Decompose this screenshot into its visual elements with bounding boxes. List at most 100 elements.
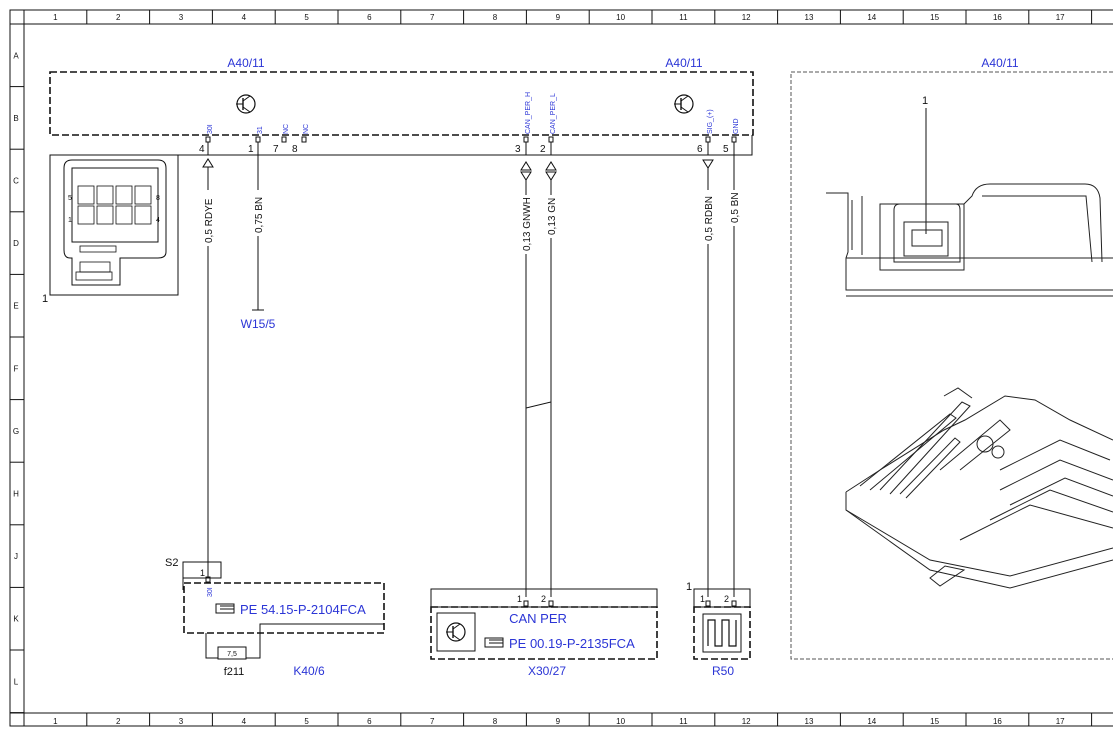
k40-pin-number: 1	[200, 568, 205, 578]
pin-label-30i: 30I	[207, 124, 214, 134]
connector-pin-4: 4	[156, 217, 160, 224]
k40-reference: PE 54.15-P-2104FCA	[240, 602, 366, 617]
row-label: L	[14, 677, 19, 686]
pin-number-2: 2	[540, 144, 546, 155]
connector-pin-5: 5	[68, 195, 72, 202]
transistor-icon	[446, 622, 466, 642]
column-label-bottom: 9	[556, 717, 561, 726]
row-label: J	[14, 552, 18, 561]
pin-label-nc-8: NC	[303, 124, 310, 134]
column-label-bottom: 16	[993, 717, 1002, 726]
column-label-top: 3	[179, 13, 184, 22]
column-label-bottom: 13	[805, 717, 814, 726]
pictorial-boundary	[790, 71, 1113, 660]
wire-label-gnwh: 0,13 GNWH	[522, 197, 533, 251]
pin-number-8: 8	[292, 144, 298, 155]
sensor-pin-1-stub	[705, 600, 711, 607]
column-label-top: 14	[867, 13, 876, 22]
can-connector-label: X30/27	[528, 664, 566, 678]
pin-number-4: 4	[199, 144, 205, 155]
fuse-label: f211	[224, 666, 245, 678]
connector-pin-8: 8	[156, 195, 160, 202]
sensor-connector-housing	[693, 588, 751, 608]
wire-label-bn-075: 0,75 BN	[254, 197, 265, 233]
can-transistor-box	[436, 612, 476, 652]
can-pin-2-number: 2	[541, 594, 546, 604]
sensor-pin-2-stub	[731, 600, 737, 607]
wire-label-gn: 0,13 GN	[547, 198, 558, 235]
pin-label-gnd: GND	[733, 118, 740, 134]
column-label-top: 16	[993, 13, 1002, 22]
column-label-top: 10	[616, 13, 625, 22]
row-label: F	[14, 364, 19, 373]
column-label-top: 9	[556, 13, 561, 22]
pictorial-callout: 1	[922, 95, 928, 107]
sensor-pin-2-number: 2	[724, 594, 729, 604]
can-title: CAN PER	[509, 611, 567, 626]
fuse-block-label: K40/6	[293, 664, 325, 678]
k40-pin-stub	[205, 576, 211, 583]
column-label-top: 1	[53, 13, 58, 22]
transistor-icon	[674, 94, 694, 114]
column-label-top: 11	[679, 13, 688, 22]
pin-stubs	[205, 136, 737, 155]
connector-pin-1: 1	[68, 217, 72, 224]
column-label-bottom: 15	[930, 717, 939, 726]
column-label-top: 12	[742, 13, 751, 22]
fuse-symbol	[217, 646, 247, 660]
row-label: H	[13, 490, 19, 499]
sensor-pin-1-number: 1	[700, 594, 705, 604]
sensor-label: R50	[712, 664, 734, 678]
mid-module-label: A40/11	[665, 56, 702, 70]
row-label: B	[13, 114, 18, 123]
column-label-bottom: 7	[430, 717, 435, 726]
column-label-bottom: 12	[742, 717, 751, 726]
k40-pin-label: 30I	[207, 587, 214, 597]
column-label-bottom: 2	[116, 717, 121, 726]
splice-box	[182, 561, 222, 579]
wires	[207, 155, 735, 597]
row-label: C	[13, 177, 19, 186]
pointing-hand-icon	[484, 637, 504, 648]
column-label-bottom: 14	[867, 717, 876, 726]
row-label: K	[13, 615, 19, 624]
transistor-icon	[236, 94, 256, 114]
module-body-edge	[178, 135, 753, 156]
pin-label-can-per-h: CAN_PER_H	[525, 92, 532, 134]
pin-number-7: 7	[273, 144, 279, 155]
column-label-top: 8	[493, 13, 498, 22]
wire-label-rdye: 0,5 RDYE	[204, 198, 215, 243]
pin-number-1: 1	[248, 144, 254, 155]
can-pin-2-stub	[548, 600, 554, 607]
heating-element-icon	[702, 613, 742, 653]
pin-label-31: 31	[257, 126, 264, 134]
column-label-top: 2	[116, 13, 121, 22]
column-label-bottom: 8	[493, 717, 498, 726]
sheet-border	[9, 9, 1113, 727]
can-connector-boundary	[430, 606, 658, 660]
splice-label: S2	[165, 557, 178, 569]
wire-label-rdbn: 0,5 RDBN	[704, 196, 715, 241]
column-label-top: 13	[805, 13, 814, 22]
column-label-bottom: 6	[367, 717, 372, 726]
row-label: D	[13, 239, 19, 248]
connector-face-drawing: 5 8 1 4	[49, 154, 179, 296]
pin-label-nc-7: NC	[283, 124, 290, 134]
module-perspective-drawing	[845, 387, 1113, 589]
column-label-top: 6	[367, 13, 372, 22]
column-label-bottom: 17	[1056, 717, 1065, 726]
fuse-wire-return	[246, 623, 384, 659]
column-label-bottom: 3	[179, 717, 184, 726]
column-label-bottom: 5	[304, 717, 309, 726]
row-label: A	[13, 51, 19, 60]
grid-ruler: 1122334455667788991010111112121313141415…	[10, 10, 1093, 726]
column-label-bottom: 4	[242, 717, 247, 726]
right-module-label: A40/11	[981, 56, 1018, 70]
pin-number-3: 3	[515, 144, 521, 155]
pin-number-5: 5	[723, 144, 729, 155]
module-front-view-drawing	[826, 183, 1113, 297]
column-label-top: 4	[242, 13, 247, 22]
fuse-rating: 7,5	[227, 651, 237, 658]
column-label-top: 17	[1056, 13, 1065, 22]
